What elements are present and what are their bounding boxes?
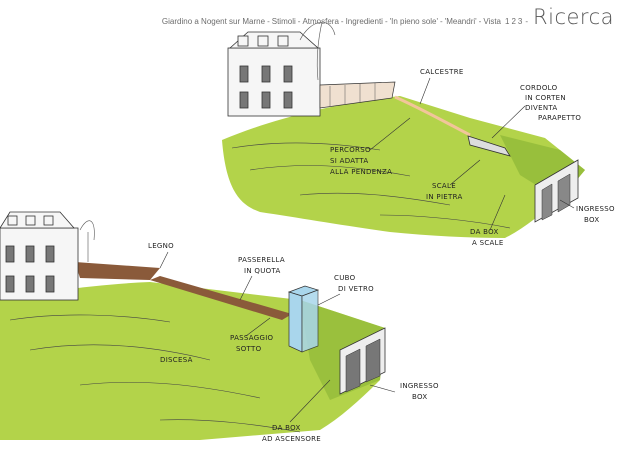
label-percorso-3: ALLA PENDENZA xyxy=(330,168,392,176)
label-ingresso-top-1: INGRESSO xyxy=(576,205,615,213)
label-cordolo-4: PARAPETTO xyxy=(538,114,581,122)
top-stairs xyxy=(467,135,511,157)
top-house xyxy=(227,31,321,117)
nav-separator: - xyxy=(267,17,270,26)
nav-separator: - xyxy=(478,17,482,26)
bottom-wood-deck xyxy=(75,262,160,280)
label-discesa: DISCESA xyxy=(160,356,193,364)
nav-item-meandri[interactable]: 'Meandri' xyxy=(444,17,477,26)
label-passaggio-2: SOTTO xyxy=(236,345,262,353)
nav-item-in-pieno-sole[interactable]: 'In pieno sole' xyxy=(389,17,439,26)
bottom-passerella xyxy=(150,276,292,320)
top-garage xyxy=(534,159,579,223)
label-cubo-2: DI VETRO xyxy=(338,285,374,293)
label-percorso-1: PERCORSO xyxy=(330,146,371,154)
nav-item-vista[interactable]: Vista xyxy=(483,17,501,26)
bottom-tree xyxy=(79,220,95,262)
label-scale-2: IN PIETRA xyxy=(426,193,463,201)
nav-separator: - xyxy=(525,17,529,26)
label-cordolo-1: CORDOLO xyxy=(520,84,558,92)
label-percorso-2: SI ADATTA xyxy=(330,157,368,165)
label-ingresso-top-2: BOX xyxy=(584,216,599,224)
label-cubo-1: CUBO xyxy=(334,274,356,282)
top-path xyxy=(394,95,471,137)
label-dabox-top-2: A SCALE xyxy=(472,239,504,247)
vista-page-1[interactable]: 1 xyxy=(504,17,510,26)
label-legno: LEGNO xyxy=(148,242,174,250)
label-dabox-bottom-2: AD ASCENSORE xyxy=(262,435,321,443)
top-terrace xyxy=(319,81,396,109)
page-title: Ricerca xyxy=(533,5,614,29)
nav-item-atmosfera[interactable]: Atmosfera xyxy=(302,17,339,26)
top-sketch: CALCESTRE CORDOLO IN CORTEN DIVENTA PARA… xyxy=(222,21,615,247)
label-ingresso-bottom-2: BOX xyxy=(412,393,427,401)
label-passerella-2: IN QUOTA xyxy=(244,267,281,275)
top-navigation: Giardino a Nogent sur Marne - Stimoli - … xyxy=(162,6,614,28)
nav-separator: - xyxy=(297,17,301,26)
label-cordolo-2: IN CORTEN xyxy=(525,94,566,102)
label-passerella-1: PASSERELLA xyxy=(238,256,285,264)
nav-separator: - xyxy=(340,17,344,26)
top-lawn xyxy=(222,96,585,238)
bottom-sketch: LEGNO PASSERELLA IN QUOTA CUBO DI VETRO … xyxy=(0,211,439,443)
label-dabox-top-1: DA BOX xyxy=(470,228,499,236)
nav-item-stimoli[interactable]: Stimoli xyxy=(271,17,296,26)
bottom-house xyxy=(0,211,79,301)
nav-separator: - xyxy=(384,17,388,26)
bottom-glass-cube xyxy=(287,285,320,353)
label-passaggio-1: PASSAGGIO xyxy=(230,334,274,342)
bottom-garage xyxy=(339,327,386,395)
vista-page-2[interactable]: 2 xyxy=(511,17,516,26)
label-cordolo-3: DIVENTA xyxy=(525,104,558,112)
label-dabox-bottom-1: DA BOX xyxy=(272,424,301,432)
label-scale-1: SCALE xyxy=(432,182,456,190)
nav-separator: - xyxy=(440,17,443,26)
vista-page-3[interactable]: 3 xyxy=(517,17,523,26)
label-calcestre: CALCESTRE xyxy=(420,68,464,76)
nav-item-ingredienti[interactable]: Ingredienti xyxy=(345,17,383,26)
nav-item-giardino[interactable]: Giardino a Nogent sur Marne xyxy=(161,17,266,26)
label-ingresso-bottom-1: INGRESSO xyxy=(400,382,439,390)
top-tree xyxy=(299,21,336,81)
